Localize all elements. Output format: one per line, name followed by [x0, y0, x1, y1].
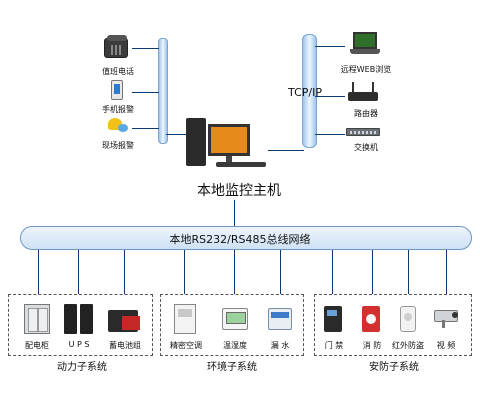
precision-ac-icon — [174, 304, 196, 334]
mobile-phone-icon — [111, 80, 123, 100]
device-label: 漏 水 — [270, 341, 290, 350]
siren-icon — [106, 116, 128, 134]
right-pillar — [302, 34, 317, 148]
network-label: 交换机 — [354, 143, 378, 152]
device-label: 消 防 — [362, 341, 382, 350]
device-label: 蓄电池组 — [109, 341, 141, 350]
security-subsystem-title: 安防子系统 — [369, 362, 419, 373]
switch-icon — [346, 128, 380, 136]
laptop-icon — [350, 32, 380, 58]
camera-icon — [434, 308, 460, 328]
alarm-label: 现场报警 — [102, 141, 134, 150]
tcpip-label: TCP/IP — [288, 86, 322, 99]
power-subsystem-box — [8, 294, 153, 356]
left-pillar — [158, 38, 168, 144]
environment-subsystem-title: 环境子系统 — [207, 362, 257, 373]
battery-pack-icon — [108, 306, 142, 334]
power-cabinet-icon — [24, 304, 50, 334]
infrared-detector-icon — [400, 306, 416, 332]
alarm-label: 值班电话 — [102, 67, 134, 76]
bus-network — [20, 226, 472, 250]
desk-phone-icon — [104, 35, 128, 58]
device-label: 配电柜 — [25, 341, 49, 350]
router-icon — [348, 82, 378, 102]
device-label: 精密空调 — [170, 341, 202, 350]
access-control-icon — [324, 306, 342, 332]
device-label: 视 频 — [436, 341, 456, 350]
device-label: 红外防盗 — [392, 341, 424, 350]
device-label: U P S — [68, 340, 90, 349]
device-label: 门 禁 — [324, 341, 344, 350]
host-label: 本地监控主机 — [197, 183, 281, 199]
network-label: 路由器 — [354, 109, 378, 118]
device-label: 温湿度 — [223, 341, 247, 350]
water-leak-sensor-icon — [268, 308, 292, 330]
ups-icon — [64, 304, 94, 334]
fire-alarm-icon — [362, 306, 380, 332]
power-subsystem-title: 动力子系统 — [57, 362, 107, 373]
environment-subsystem-box — [160, 294, 304, 356]
security-subsystem-box — [314, 294, 472, 356]
thermo-hygrometer-icon — [222, 308, 248, 330]
bus-label: 本地RS232/RS485总线网络 — [169, 233, 311, 246]
network-label: 远程WEB浏览 — [340, 65, 392, 74]
host-computer-icon — [186, 118, 270, 170]
alarm-label: 手机报警 — [102, 105, 134, 114]
